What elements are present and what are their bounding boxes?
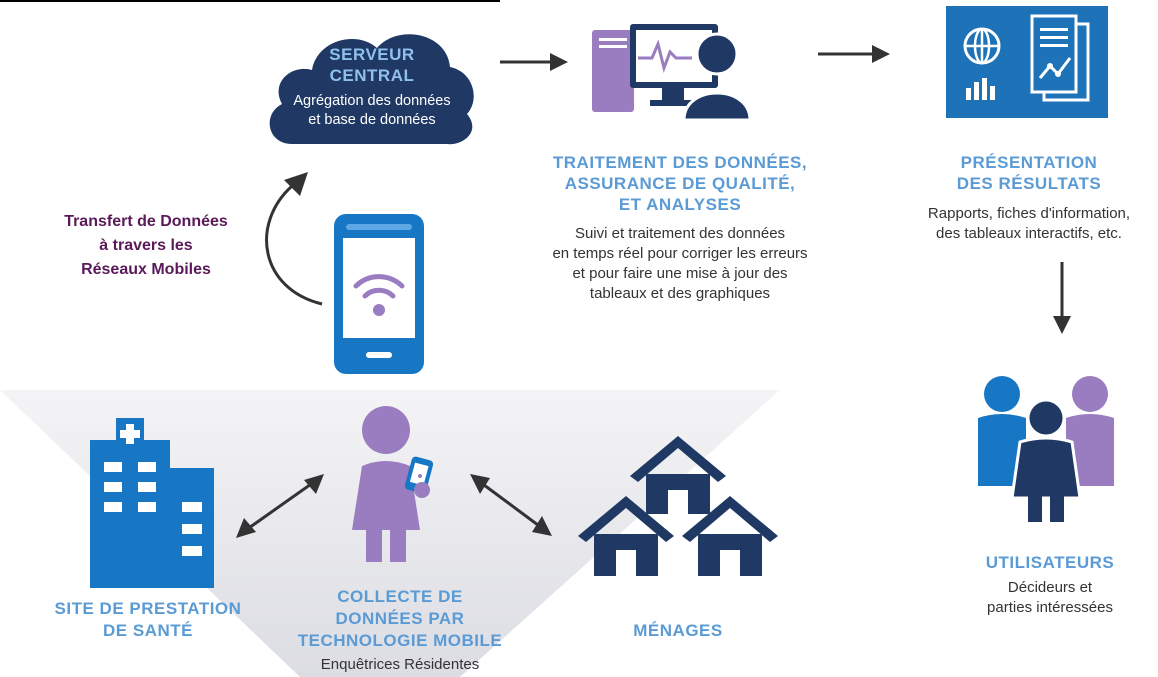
users-group-icon <box>978 376 1114 522</box>
processing-desc-line3: et pour faire une mise à jour des <box>572 265 788 282</box>
collection-line2: DONNÉES PAR <box>335 609 465 628</box>
results-title-line1: PRÉSENTATION <box>960 153 1098 172</box>
server-title-line2: CENTRAL <box>329 66 415 85</box>
collection-desc: Enquêtrices Résidentes <box>320 656 480 673</box>
users-desc: Décideurs et parties intéressées <box>950 578 1150 618</box>
top-divider <box>0 0 500 2</box>
curved-arrow-icon <box>265 172 323 306</box>
report-icon <box>946 6 1108 118</box>
transfer-line1: Transfert de Données <box>64 213 228 230</box>
server-desc-line2: et base de données <box>308 112 436 128</box>
double-arrow-left <box>236 474 324 538</box>
enumerator-icon <box>352 406 434 562</box>
double-arrow-right <box>470 474 552 536</box>
houses-icon <box>578 436 778 576</box>
arrow-right-2 <box>818 45 890 63</box>
processing-title: TRAITEMENT DES DONNÉES, ASSURANCE DE QUA… <box>520 152 840 215</box>
processing-title-line2: ASSURANCE DE QUALITÉ, <box>564 174 796 193</box>
households-title: MÉNAGES <box>633 621 723 640</box>
collection-line3: TECHNOLOGIE MOBILE <box>297 631 503 650</box>
users-desc-line2: parties intéressées <box>987 599 1113 616</box>
processing-desc-line4: tableaux et des graphiques <box>589 285 771 302</box>
collection-line1: COLLECTE DE <box>337 587 463 606</box>
results-title: PRÉSENTATION DES RÉSULTATS <box>900 152 1158 194</box>
hospital-icon <box>90 418 214 588</box>
health-site-line2: DE SANTÉ <box>103 621 193 640</box>
users-title: UTILISATEURS <box>985 553 1115 572</box>
computer-user-icon <box>592 24 752 122</box>
results-desc-line2: des tableaux interactifs, etc. <box>936 225 1122 242</box>
server-title-line1: SERVEUR <box>329 45 415 64</box>
processing-title-line1: TRAITEMENT DES DONNÉES, <box>552 153 808 172</box>
health-site-line1: SITE DE PRESTATION <box>54 599 242 618</box>
smartphone-wifi-icon <box>334 214 424 374</box>
arrow-right-1 <box>500 53 568 71</box>
transfer-line2: à travers les <box>99 237 193 254</box>
health-site-title: SITE DE PRESTATION DE SANTÉ <box>28 598 268 642</box>
results-desc: Rapports, fiches d'information, des tabl… <box>900 204 1158 244</box>
transfer-label: Transfert de Données à travers les Résea… <box>28 210 264 282</box>
results-desc-line1: Rapports, fiches d'information, <box>927 205 1131 222</box>
arrow-down <box>1053 262 1071 334</box>
cloud-icon <box>269 34 474 145</box>
server-title: SERVEUR CENTRAL <box>262 44 482 86</box>
processing-desc: Suivi et traitement des données en temps… <box>520 224 840 304</box>
server-desc-line1: Agrégation des données <box>293 93 451 109</box>
collection-title: COLLECTE DE DONNÉES PAR TECHNOLOGIE MOBI… <box>280 586 520 652</box>
processing-desc-line2: en temps réel pour corriger les erreurs <box>552 245 808 262</box>
results-title-line2: DES RÉSULTATS <box>956 174 1102 193</box>
server-desc: Agrégation des données et base de donnée… <box>262 92 482 130</box>
processing-desc-line1: Suivi et traitement des données <box>574 225 786 242</box>
transfer-line3: Réseaux Mobiles <box>81 261 211 278</box>
users-desc-line1: Décideurs et <box>1007 579 1093 596</box>
processing-title-line3: ET ANALYSES <box>618 195 742 214</box>
